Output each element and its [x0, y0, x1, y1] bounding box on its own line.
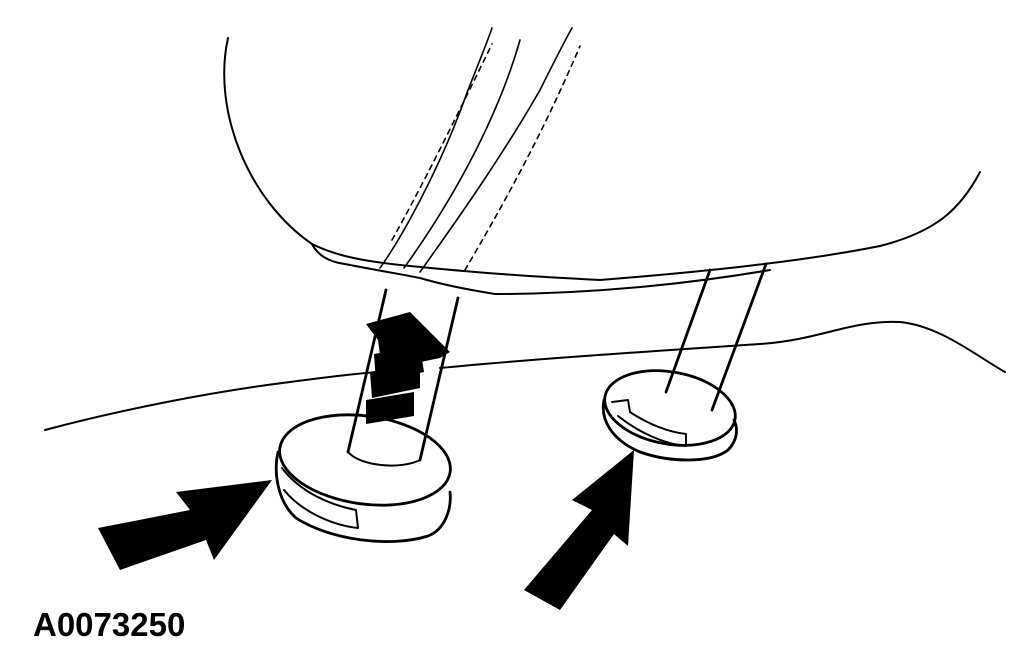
release-tab-arrow-icon	[524, 450, 634, 610]
right-post-right-edge	[710, 262, 768, 412]
right-post-left-edge	[664, 268, 712, 394]
seat-back-top-line-left	[44, 371, 379, 431]
figure-code: A0073250	[33, 606, 186, 643]
left-bushing-tab	[281, 467, 359, 529]
dashed-up-arrow-icon	[366, 312, 450, 424]
headrest-cushion	[223, 37, 981, 281]
right-bushing-side	[601, 398, 738, 462]
headrest-lower-edge	[311, 243, 771, 295]
stitching-left	[391, 43, 493, 241]
left-post-left-edge	[346, 288, 388, 454]
headrest-seam-left-outer	[403, 39, 521, 269]
headrest-seam-right	[419, 27, 573, 273]
left-bushing-side	[274, 450, 452, 543]
seat-back-top-line-right	[439, 320, 1006, 373]
right-bushing-tab	[611, 399, 687, 447]
left-post-right-edge	[418, 296, 460, 462]
left-post-base-curve	[347, 451, 421, 467]
release-tab-arrow-icon	[98, 480, 272, 570]
headrest-seam-left	[379, 27, 493, 269]
stitching-right	[464, 45, 581, 271]
